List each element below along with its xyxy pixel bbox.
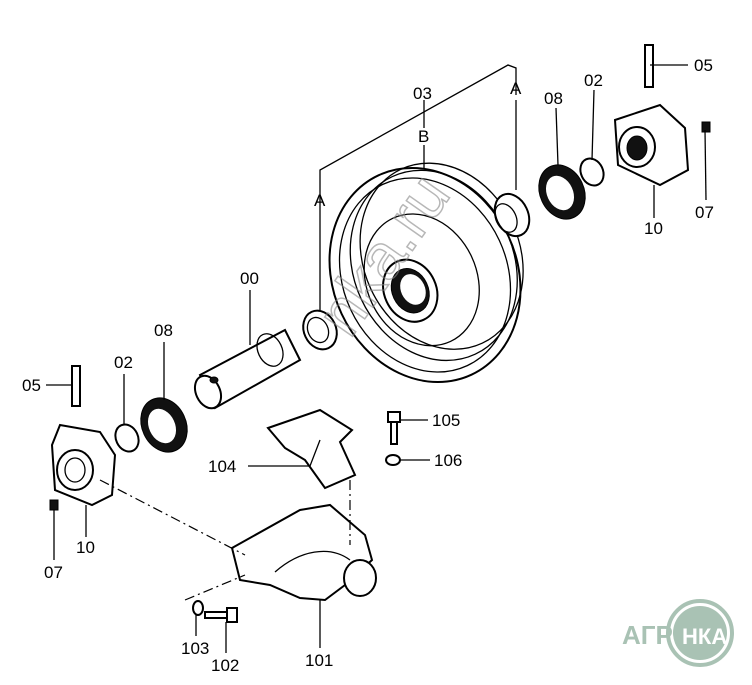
agronka-logo: АГРО НКА: [622, 599, 734, 667]
label-105: 105: [432, 411, 460, 430]
label-106: 106: [434, 451, 462, 470]
o-ring-right: [579, 157, 605, 187]
label-104: 104: [208, 457, 236, 476]
o-ring-left: [114, 423, 140, 453]
bushing-left: [302, 309, 338, 351]
svg-text:НКА: НКА: [682, 624, 727, 649]
pin-top: [644, 44, 654, 88]
label-a-top: A: [510, 79, 522, 98]
label-10-right: 10: [644, 219, 663, 238]
label-b: B: [418, 127, 429, 146]
label-05-top: 05: [694, 56, 713, 75]
svg-text:АГРО: АГРО: [622, 620, 693, 650]
reference-lines: [319, 64, 517, 310]
label-a-left: A: [314, 191, 326, 210]
label-08-top: 08: [544, 89, 563, 108]
housing-left: [50, 423, 117, 507]
bushing-right: [493, 192, 531, 238]
pin-left: [71, 365, 81, 407]
leader-lines: [46, 64, 707, 653]
label-103: 103: [181, 639, 209, 658]
label-101: 101: [305, 651, 333, 670]
housing-right: [613, 103, 690, 187]
label-07-right: 07: [695, 203, 714, 222]
washer-103: [192, 600, 204, 616]
part-labels: 05 02 08 03 A B A 07 10 00 08 02 05 105 …: [22, 56, 714, 675]
seal-right: [538, 164, 586, 220]
plug-right: [701, 121, 711, 133]
plate: [266, 408, 357, 490]
seal-left: [140, 397, 188, 453]
label-05-left: 05: [22, 376, 41, 395]
label-00: 00: [240, 269, 259, 288]
label-07-left: 07: [44, 563, 63, 582]
label-102: 102: [211, 656, 239, 675]
shaft: [193, 328, 302, 410]
bolt-102: [204, 607, 238, 623]
label-02-top: 02: [584, 71, 603, 90]
plug-left: [49, 499, 59, 511]
bracket: [230, 503, 377, 602]
label-10-left: 10: [76, 538, 95, 557]
bolt-105: [387, 411, 401, 445]
label-03: 03: [413, 84, 432, 103]
label-08-left: 08: [154, 321, 173, 340]
washer-106: [385, 454, 401, 466]
label-02-left: 02: [114, 353, 133, 372]
